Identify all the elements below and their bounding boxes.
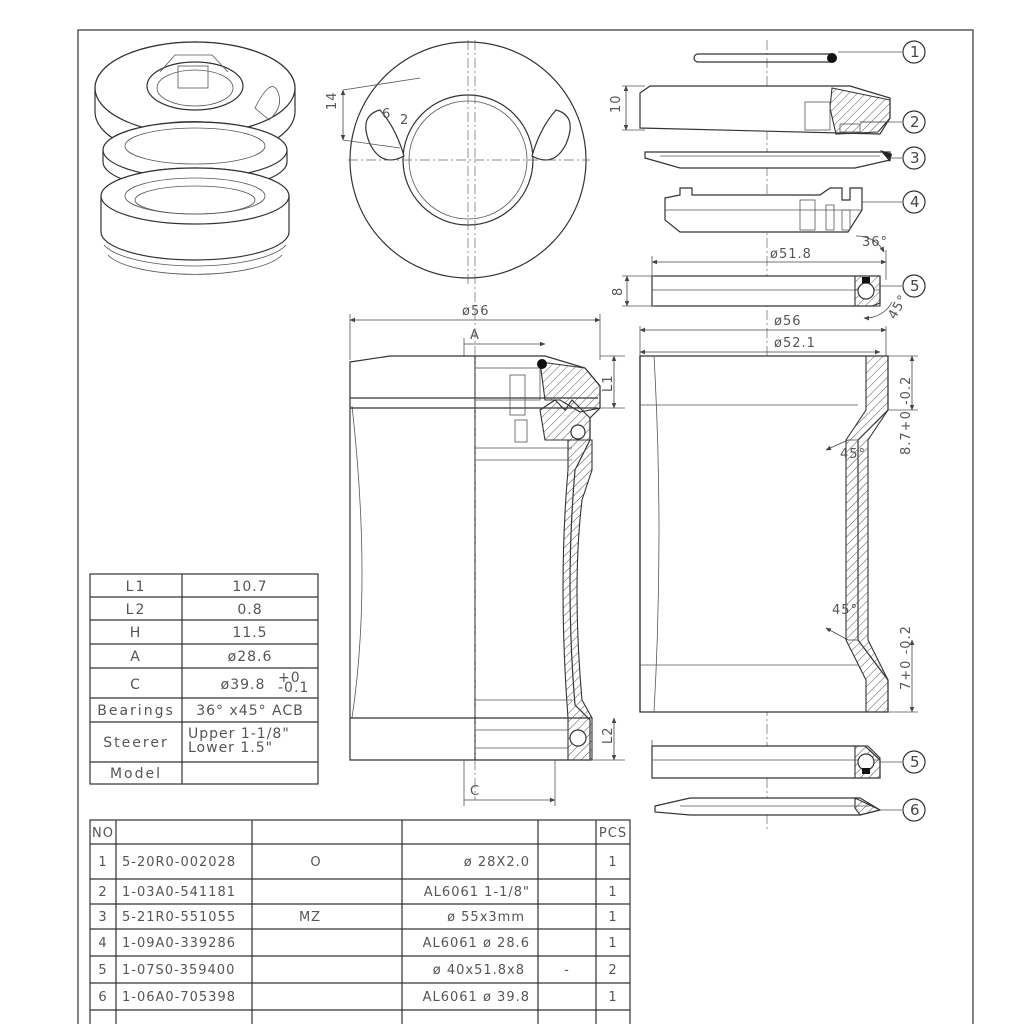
bom-no: 3 [98, 910, 107, 925]
part-6-crown-race [654, 797, 882, 816]
callout-4: 4 [910, 193, 920, 211]
callout-2: 2 [910, 113, 920, 131]
assembly-section-view: ø56 A L1 L2 [349, 40, 625, 806]
bom-part: 5-21R0-551055 [122, 910, 236, 925]
bom-header-pcs: PCS [599, 826, 627, 841]
bom-pcs: 1 [608, 936, 617, 951]
spec-label-L2: L2 [126, 602, 147, 618]
spec-value-L1: 10.7 [232, 579, 267, 595]
bom-table: NO PCS 1 5-20R0-002028 O ø 28X2.0 1 2 1-… [89, 819, 631, 1024]
spec-tol-up-C: +0 [278, 670, 301, 686]
bom-part: 1-07S0-359400 [122, 963, 235, 978]
spec-label-C: C [130, 677, 142, 693]
dim-L1: L1 [601, 374, 616, 392]
dim-cup-angle2: 45° [832, 603, 858, 618]
bom-part: 5-20R0-002028 [122, 855, 236, 870]
spec-value-H: 11.5 [232, 625, 267, 641]
callout-6: 6 [910, 801, 920, 819]
dim-dia56: ø56 [462, 304, 490, 319]
spec-value-A: ø28.6 [228, 649, 273, 665]
spec-tol-low-C: -0.1 [278, 680, 309, 696]
spec-label-bearings: Bearings [97, 703, 175, 719]
dim-angle-36: 36° [862, 235, 888, 250]
part-5-upper-bearing: 8 45° [611, 275, 911, 322]
dim-cup-h1: 8.7+0 -0.2 [899, 376, 914, 455]
callout-5-upper: 5 [910, 277, 920, 295]
dim-h8: 8 [611, 287, 626, 296]
dim-h10: 10 [609, 94, 624, 113]
bom-mat: MZ [299, 910, 321, 925]
part-2-top-cap: 10 [609, 85, 891, 135]
exploded-parts: 10 ø51.8 36° [609, 40, 918, 830]
spec-label-model: Model [110, 766, 162, 782]
part-1-oring [693, 53, 837, 63]
bom-no: 5 [98, 963, 107, 978]
bom-pcs: 1 [608, 855, 617, 870]
spec-label-H: H [130, 625, 143, 641]
bom-spec: AL6061 1-1/8" [424, 885, 530, 900]
dim-dia52: ø52.1 [774, 336, 816, 351]
spec-value-C: ø39.8 [221, 677, 266, 693]
dim-slot-14: 14 [325, 91, 340, 110]
dim-slot-6: 6 [382, 107, 391, 122]
dim-A: A [470, 328, 480, 343]
spec-label-A: A [130, 649, 142, 665]
frame-cup: 8.7+0 -0.2 7+0 -0.2 45° 45° [639, 355, 918, 713]
bom-spec: AL6061 ø 28.6 [423, 936, 530, 951]
bom-spec: ø 40x51.8x8 [433, 963, 525, 978]
part-4-centering-ring [664, 187, 863, 233]
bom-mat: O [310, 855, 321, 870]
dim-cup-angle1: 45° [840, 447, 866, 462]
dim-L2: L2 [601, 726, 616, 744]
spec-table: L1 10.7 L2 0.8 H 11.5 A ø28.6 C ø39.8 +0… [89, 573, 319, 785]
dim-top-dia: ø51.8 [770, 247, 812, 262]
bom-spec: ø 55x3mm [447, 910, 525, 925]
top-view: 14 6 2 [325, 40, 590, 285]
bom-pcs: 1 [608, 910, 617, 925]
bom-no: 4 [98, 936, 107, 951]
dim-angle-45: 45° [885, 292, 911, 322]
bom-no: 6 [98, 990, 107, 1005]
bom-pcs: 2 [608, 963, 617, 978]
spec-value-steerer-lower: Lower 1.5" [188, 740, 273, 756]
isometric-view [94, 41, 296, 275]
bom-note: - [564, 963, 570, 978]
bom-spec: AL6061 ø 39.8 [423, 990, 530, 1005]
bom-no: 1 [98, 855, 107, 870]
dim-C: C [470, 784, 480, 799]
bom-pcs: 1 [608, 990, 617, 1005]
part-3-compression-ring [644, 150, 892, 169]
callout-1: 1 [910, 43, 920, 61]
callout-5-lower: 5 [910, 753, 920, 771]
dim-dia56-right: ø56 [774, 314, 802, 329]
callout-3: 3 [910, 149, 920, 167]
spec-value-bearings: 36° x45° ACB [196, 703, 304, 719]
spec-value-L2: 0.8 [237, 602, 262, 618]
sheet-border [77, 29, 974, 1024]
bom-part: 1-09A0-339286 [122, 936, 236, 951]
bom-no: 2 [98, 885, 107, 900]
dim-cup-h2: 7+0 -0.2 [899, 625, 914, 690]
bom-spec: ø 28X2.0 [464, 855, 530, 870]
bom-pcs: 1 [608, 885, 617, 900]
callouts: 1 2 3 4 5 5 6 [838, 40, 926, 822]
bom-header-no: NO [92, 826, 114, 841]
spec-label-L1: L1 [126, 579, 147, 595]
bom-part: 1-03A0-541181 [122, 885, 236, 900]
dim-slot-2: 2 [400, 113, 409, 128]
spec-label-steerer: Steerer [103, 735, 168, 751]
bom-part: 1-06A0-705398 [122, 990, 236, 1005]
spec-value-steerer-upper: Upper 1-1/8" [188, 726, 290, 742]
part-5-lower-bearing [651, 740, 881, 779]
